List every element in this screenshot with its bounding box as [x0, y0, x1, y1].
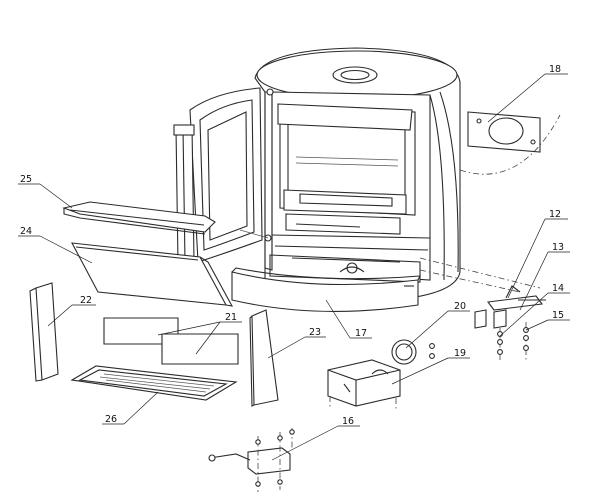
callout-22: 22 — [80, 295, 92, 306]
callout-20: 20 — [454, 301, 466, 312]
callout-13: 13 — [552, 242, 564, 253]
part-23-highlighted — [249, 309, 279, 407]
part-17-front-panel — [231, 267, 421, 312]
callout-24: 24 — [20, 226, 32, 237]
part-25-plate — [62, 201, 216, 235]
part-18-rear-plate — [459, 111, 561, 175]
callout-18: 18 — [549, 64, 561, 75]
callout-15: 15 — [552, 310, 564, 321]
callout-16: 16 — [342, 416, 354, 427]
part-22-side-brick — [29, 282, 59, 382]
part-24-panel — [71, 242, 234, 307]
stove-body — [254, 47, 461, 303]
part-26-grate — [70, 365, 238, 401]
callout-19: 19 — [454, 348, 466, 359]
callout-21: 21 — [225, 312, 237, 323]
part-19-box — [327, 359, 401, 410]
callout-17: 17 — [355, 328, 367, 339]
assembly-line — [419, 269, 521, 293]
callout-14: 14 — [552, 283, 564, 294]
part-16-bracket — [208, 428, 295, 492]
callout-25: 25 — [20, 174, 32, 185]
stove-door — [173, 87, 269, 265]
callout-23: 23 — [309, 327, 321, 338]
callout-26: 26 — [105, 414, 117, 425]
callouts: 18 12 13 14 15 20 19 17 23 21 22 24 25 2… — [18, 64, 570, 461]
part-14-15-screws — [497, 322, 529, 360]
part-20-ring — [391, 339, 435, 365]
part-12-13-brackets — [474, 285, 546, 329]
callout-12: 12 — [549, 209, 561, 220]
